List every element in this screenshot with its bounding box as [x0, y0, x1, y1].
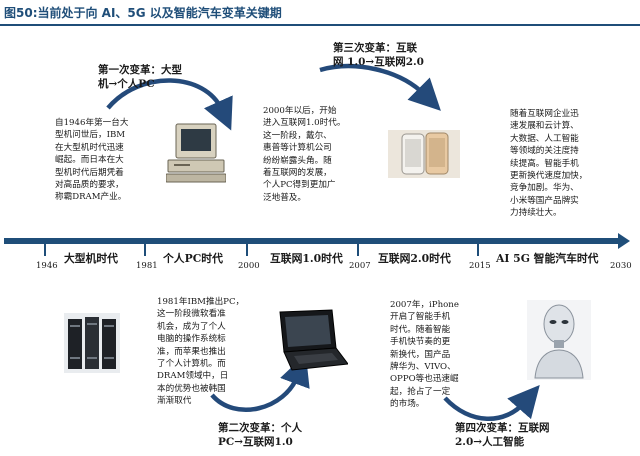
desc-mainframe-era: 自1946年第一台大 型机问世后，IBM 在大型机时代迅速 崛起。而日本在大 型… [55, 118, 129, 203]
arrow-first-change [106, 78, 233, 131]
desc-pc-era: 1981年IBM推出PC， 这一阶段微软看准 机会，成为了个人 电脑的操作系统标… [157, 297, 245, 407]
desktop-pc-icon [166, 123, 226, 183]
year-2015: 2015 [469, 261, 491, 271]
timeline-ticks [44, 241, 479, 256]
change-label-2: 第二次变革：个人 PC→互联网1.0 [218, 422, 302, 448]
timeline-arrow [4, 233, 630, 249]
desc-internet1-era: 2000年以后，开始 进入互联网1.0时代。 这一阶段，戴尔、 惠普等计算机公司… [263, 106, 346, 203]
change-label-3: 第三次变革：互联 网 1.0→互联网2.0 [333, 42, 424, 68]
era-ai-5g-smart-car: AI 5G 智能汽车时代 [496, 252, 599, 265]
era-internet-2: 互联网2.0时代 [378, 252, 451, 265]
year-2000: 2000 [238, 261, 260, 271]
title-bar: 图50:当前处于向 AI、5G 以及智能汽车变革关键期 [0, 0, 640, 25]
mainframe-computer-icon [64, 313, 120, 373]
laptop-icon [279, 309, 348, 371]
change-label-4: 第四次变革：互联网 2.0→人工智能 [455, 422, 550, 448]
era-internet-1: 互联网1.0时代 [270, 252, 343, 265]
era-mainframe: 大型机时代 [64, 252, 118, 265]
ai-robot-icon [527, 300, 591, 380]
desc-internet2-era: 2007年，iPhone 开启了智能手机 时代。随着智能 手机快节奏的更 新换代… [390, 300, 459, 410]
era-personal-pc: 个人PC时代 [163, 252, 223, 265]
title-rule [0, 24, 640, 26]
arrow-second-change [210, 353, 310, 412]
year-1946: 1946 [36, 261, 58, 271]
desc-ai-era: 随着互联网企业迅 速发展和云计算、 大数据、人工智能 等领域的关注度持 续提高。… [510, 109, 588, 219]
year-2030: 2030 [610, 261, 632, 271]
iphone-icon [388, 130, 460, 178]
figure-title: 图50:当前处于向 AI、5G 以及智能汽车变革关键期 [4, 6, 282, 20]
arrow-third-change [319, 63, 441, 111]
arrow-fourth-change [443, 385, 540, 421]
year-1981: 1981 [136, 261, 158, 271]
change-label-1: 第一次变革：大型 机→个人PC [98, 64, 182, 90]
year-2007: 2007 [349, 261, 371, 271]
